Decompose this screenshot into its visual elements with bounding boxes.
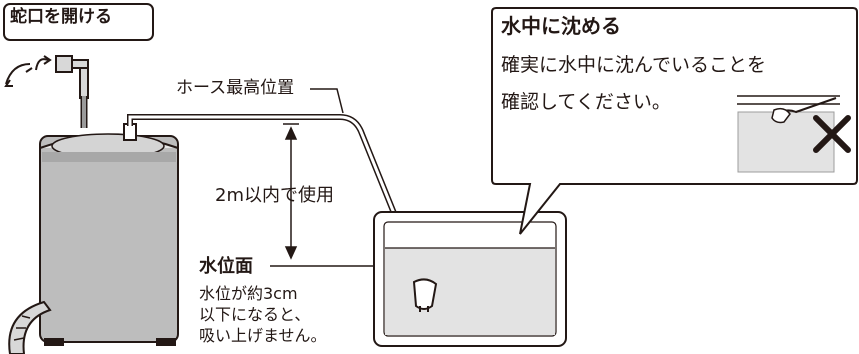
double-arrow-icon — [283, 123, 299, 260]
hose-filter-icon — [412, 278, 438, 312]
hose-max-height-leader — [310, 88, 344, 114]
drain-hose-icon — [8, 300, 52, 354]
prohibited-x-icon — [813, 115, 851, 153]
usable-range-label: 2m以内で使用 — [215, 185, 334, 206]
bath-hose — [127, 114, 428, 292]
water-level-note: 水位が約3cm 以下になると、 吸い上げません。 — [199, 284, 327, 345]
washing-machine-icon — [39, 123, 179, 346]
bubble-body: 確実に水中に沈んでいることを 確認してください。 — [501, 54, 767, 113]
water-level-title: 水位面 — [199, 256, 253, 277]
faucet-icon — [4, 55, 89, 99]
tub-icon — [373, 211, 567, 347]
hose-max-height-label: ホース最高位置 — [176, 78, 295, 98]
callout-box — [3, 3, 154, 41]
open-faucet-label: 蛇口を開ける — [10, 7, 112, 27]
bubble-title: 水中に沈める — [501, 14, 621, 38]
